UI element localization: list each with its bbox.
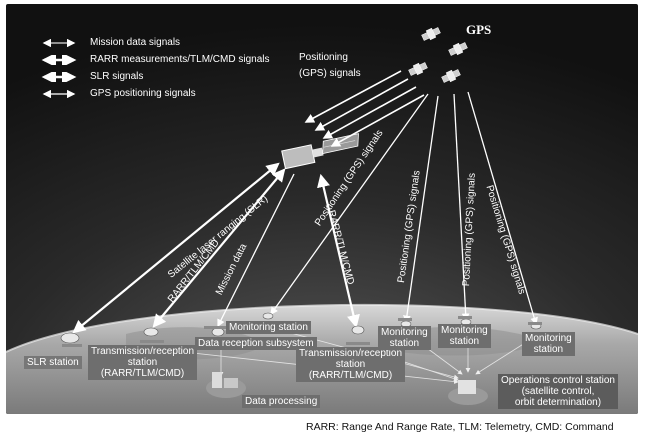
ops-line2: (satellite control, [521,386,595,397]
monitoring-station-3-label: Monitoring station [438,324,491,348]
monitoring-3-line2: station [449,336,480,347]
gps-to-ground-signals [270,91,538,326]
operations-building [448,380,488,405]
gps-to-satellite-signals [304,70,425,147]
monitoring-station-2-label: Monitoring station [378,326,431,350]
gps-satellites [408,27,468,83]
gps-title: GPS [466,22,492,37]
tx-left-line1: Transmission/reception [91,346,195,357]
slr-station-label: SLR station [24,356,82,369]
tx-left-line3: (RARR/TLM/CMD) [100,368,185,379]
legend-item-gps: GPS positioning signals [40,88,196,99]
data-processing-label: Data processing [242,395,321,408]
legend-label: RARR measurements/TLM/CMD signals [90,54,270,65]
tx-station-right-label: Transmission/reception station (RARR/TLM… [296,347,406,382]
ground-stations [60,312,542,344]
positioning-label-line2: (GPS) signals [299,68,361,79]
legend-thin-arrow-icon [42,89,76,98]
footnote: RARR: Range And Range Rate, TLM: Telemet… [306,421,614,433]
tx-station-left-label: Transmission/reception station (RARR/TLM… [88,345,198,380]
ops-line1: Operations control station [501,375,615,386]
tx-left-line2: station [127,357,158,368]
operations-control-label: Operations control station (satellite co… [498,374,618,409]
diagram-canvas: Mission data signals RARR measurements/T… [6,4,638,414]
legend-item-rarr: RARR measurements/TLM/CMD signals [40,54,270,65]
data-reception-label: Data reception subsystem [195,337,317,350]
tx-right-line1: Transmission/reception [299,348,403,359]
legend-thick-arrow-icon [41,54,77,65]
legend-thick-arrow-icon [41,71,77,82]
legend-label: Mission data signals [90,37,181,48]
monitoring-station-1-label: Monitoring station [226,321,311,334]
monitoring-4-line1: Monitoring [525,333,572,344]
legend-label: SLR signals [90,71,144,82]
positioning-label-line1: Positioning [299,52,348,63]
legend-label: GPS positioning signals [90,88,196,99]
monitoring-2-line2: station [389,338,420,349]
monitoring-station-4-label: Monitoring station [522,332,575,356]
legend-item-slr: SLR signals [40,71,143,82]
legend-item-mission-data: Mission data signals [40,37,180,48]
monitoring-2-line1: Monitoring [381,327,428,338]
ops-line3: orbit determination) [514,397,602,408]
tx-right-line2: station [335,359,366,370]
monitoring-3-line1: Monitoring [441,325,488,336]
satellite-ground-links [72,162,360,334]
monitoring-4-line2: station [533,344,564,355]
legend-thin-arrow-icon [42,38,76,47]
tx-right-line3: (RARR/TLM/CMD) [308,370,393,381]
data-processing-building [206,372,246,398]
